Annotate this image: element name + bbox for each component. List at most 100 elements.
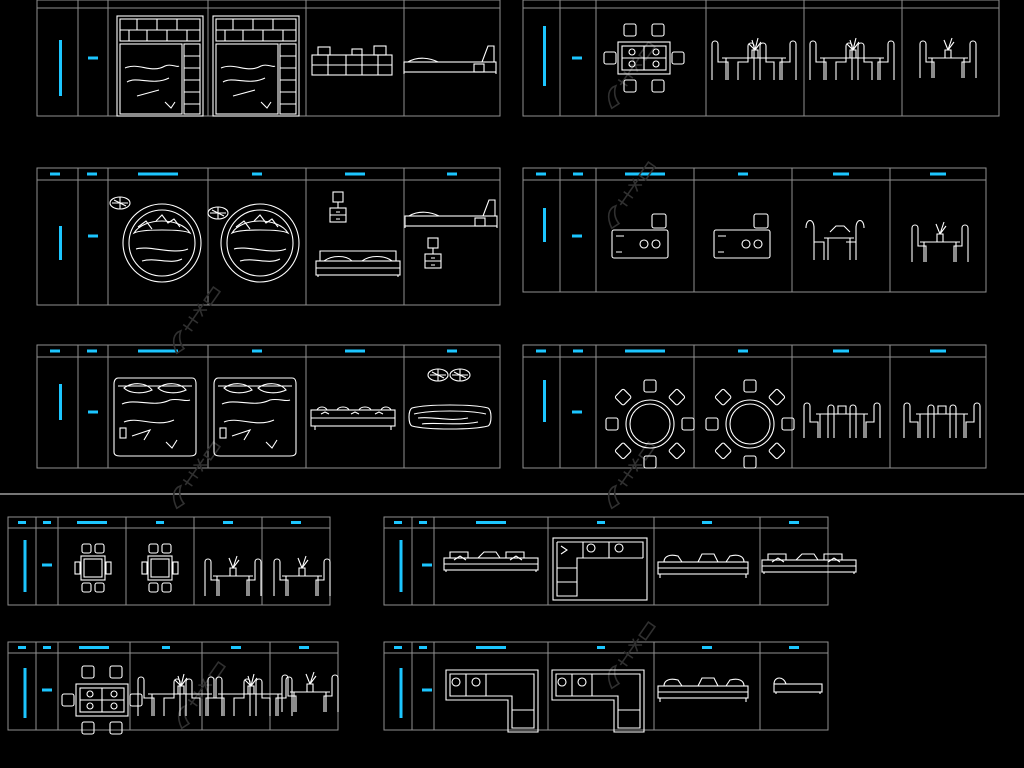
- sofa-plan-icon: [427, 368, 449, 382]
- nightstand-icon: [424, 237, 442, 269]
- header-marker: [789, 521, 799, 524]
- sofa-table-1: [383, 516, 829, 606]
- index-bar: [59, 384, 62, 420]
- header-marker: [50, 349, 60, 353]
- bed-table-2: [36, 167, 501, 306]
- sofa-plan-icon: [408, 404, 492, 430]
- round-bed-icon: [109, 196, 131, 210]
- header-marker: [789, 646, 799, 649]
- sofa-elevation-icon: [443, 551, 539, 573]
- index-bar: [399, 668, 403, 718]
- index-dash: [572, 56, 582, 60]
- dining-set-elevation-icon: [711, 37, 797, 81]
- double-bed-with-wardrobe-icon: [116, 15, 204, 117]
- index-dash: [572, 410, 582, 414]
- index-bar: [399, 540, 403, 592]
- index-dash: [422, 563, 432, 567]
- table-grids: [7, 0, 1000, 731]
- header-marker: [930, 349, 946, 353]
- bed-table-3: [36, 344, 501, 469]
- header-marker: [231, 646, 241, 649]
- index-dash: [572, 234, 582, 238]
- header-marker: [79, 646, 109, 649]
- index-dash: [88, 234, 98, 238]
- bed-side-view-icon: [404, 199, 498, 229]
- header-marker: [930, 172, 946, 176]
- header-marker: [419, 521, 427, 524]
- index-dash: [42, 688, 52, 692]
- dining-set-plan-icon: [74, 543, 112, 593]
- furniture-blocks: [61, 15, 981, 735]
- sofa-elevation-icon: [761, 553, 857, 575]
- double-bed-plan-icon: [213, 377, 297, 457]
- header-marker: [50, 172, 60, 176]
- double-bed-plan-icon: [113, 377, 197, 457]
- header-marker: [597, 521, 605, 524]
- header-marker: [536, 172, 546, 176]
- round-bed-icon: [207, 206, 229, 220]
- small-table-plan-icon: [713, 213, 771, 259]
- index-bar: [543, 26, 546, 86]
- dining-set-elevation-icon: [137, 673, 223, 717]
- index-bar: [59, 226, 62, 260]
- header-marker: [162, 646, 170, 649]
- index-bar: [23, 668, 27, 718]
- header-marker: [394, 646, 402, 649]
- dining-table-1: [522, 0, 1000, 117]
- dining-set-elevation-icon: [911, 221, 969, 263]
- header-marker: [223, 521, 233, 524]
- header-marker: [447, 172, 457, 176]
- dining-set-elevation-icon: [273, 555, 331, 597]
- chaise-lounge-icon: [773, 677, 823, 695]
- header-marker: [252, 349, 262, 353]
- header-marker: [597, 646, 605, 649]
- header-marker: [18, 521, 26, 524]
- header-marker: [77, 521, 107, 524]
- index-dash: [42, 563, 52, 567]
- index-dash: [88, 56, 98, 60]
- tv-cabinet-icon: [311, 45, 393, 76]
- header-marker: [43, 646, 51, 649]
- sofa-elevation-icon: [310, 406, 396, 431]
- header-marker: [87, 172, 97, 176]
- header-marker: [345, 349, 365, 353]
- header-marker: [138, 172, 178, 176]
- dining-set-elevation-icon: [204, 555, 262, 597]
- double-bed-with-wardrobe-icon: [212, 15, 300, 117]
- l-shaped-sofa-plan-icon: [445, 669, 539, 733]
- header-marker: [573, 172, 583, 176]
- l-shaped-sofa-plan-icon: [552, 537, 648, 601]
- header-marker: [156, 521, 164, 524]
- header-marker: [291, 521, 301, 524]
- header-marker: [43, 521, 51, 524]
- bed-front-elevation-icon: [315, 250, 401, 278]
- dining-set-elevation-icon: [207, 673, 293, 717]
- sofa-plan-icon: [449, 368, 471, 382]
- index-dash: [88, 410, 98, 414]
- header-marker: [419, 646, 427, 649]
- bed-side-view-icon: [403, 45, 497, 75]
- dining-set-plan-icon: [141, 543, 179, 593]
- small-table-plan-icon: [611, 213, 669, 259]
- dining-table-3: [522, 344, 987, 469]
- sofa-elevation-icon: [657, 553, 749, 579]
- header-marker: [138, 349, 178, 353]
- dining-set-plan-icon: [603, 23, 685, 93]
- bed-table-1: [36, 0, 501, 117]
- header-marker: [299, 646, 309, 649]
- sofa-elevation-icon: [657, 677, 749, 703]
- index-bar: [543, 208, 546, 242]
- header-marker: [476, 521, 506, 524]
- dining-set-elevation-icon: [803, 402, 881, 439]
- header-marker: [394, 521, 402, 524]
- sofa-table-2: [383, 641, 829, 731]
- round-bed-icon: [220, 203, 300, 283]
- watermark-logo: [166, 39, 659, 731]
- header-marker: [252, 172, 262, 176]
- header-marker: [536, 349, 546, 353]
- header-marker: [833, 172, 849, 176]
- header-marker: [625, 349, 665, 353]
- dining-set-elevation-icon: [281, 671, 339, 713]
- header-marker: [476, 646, 506, 649]
- dining-set-elevation-icon: [809, 37, 895, 81]
